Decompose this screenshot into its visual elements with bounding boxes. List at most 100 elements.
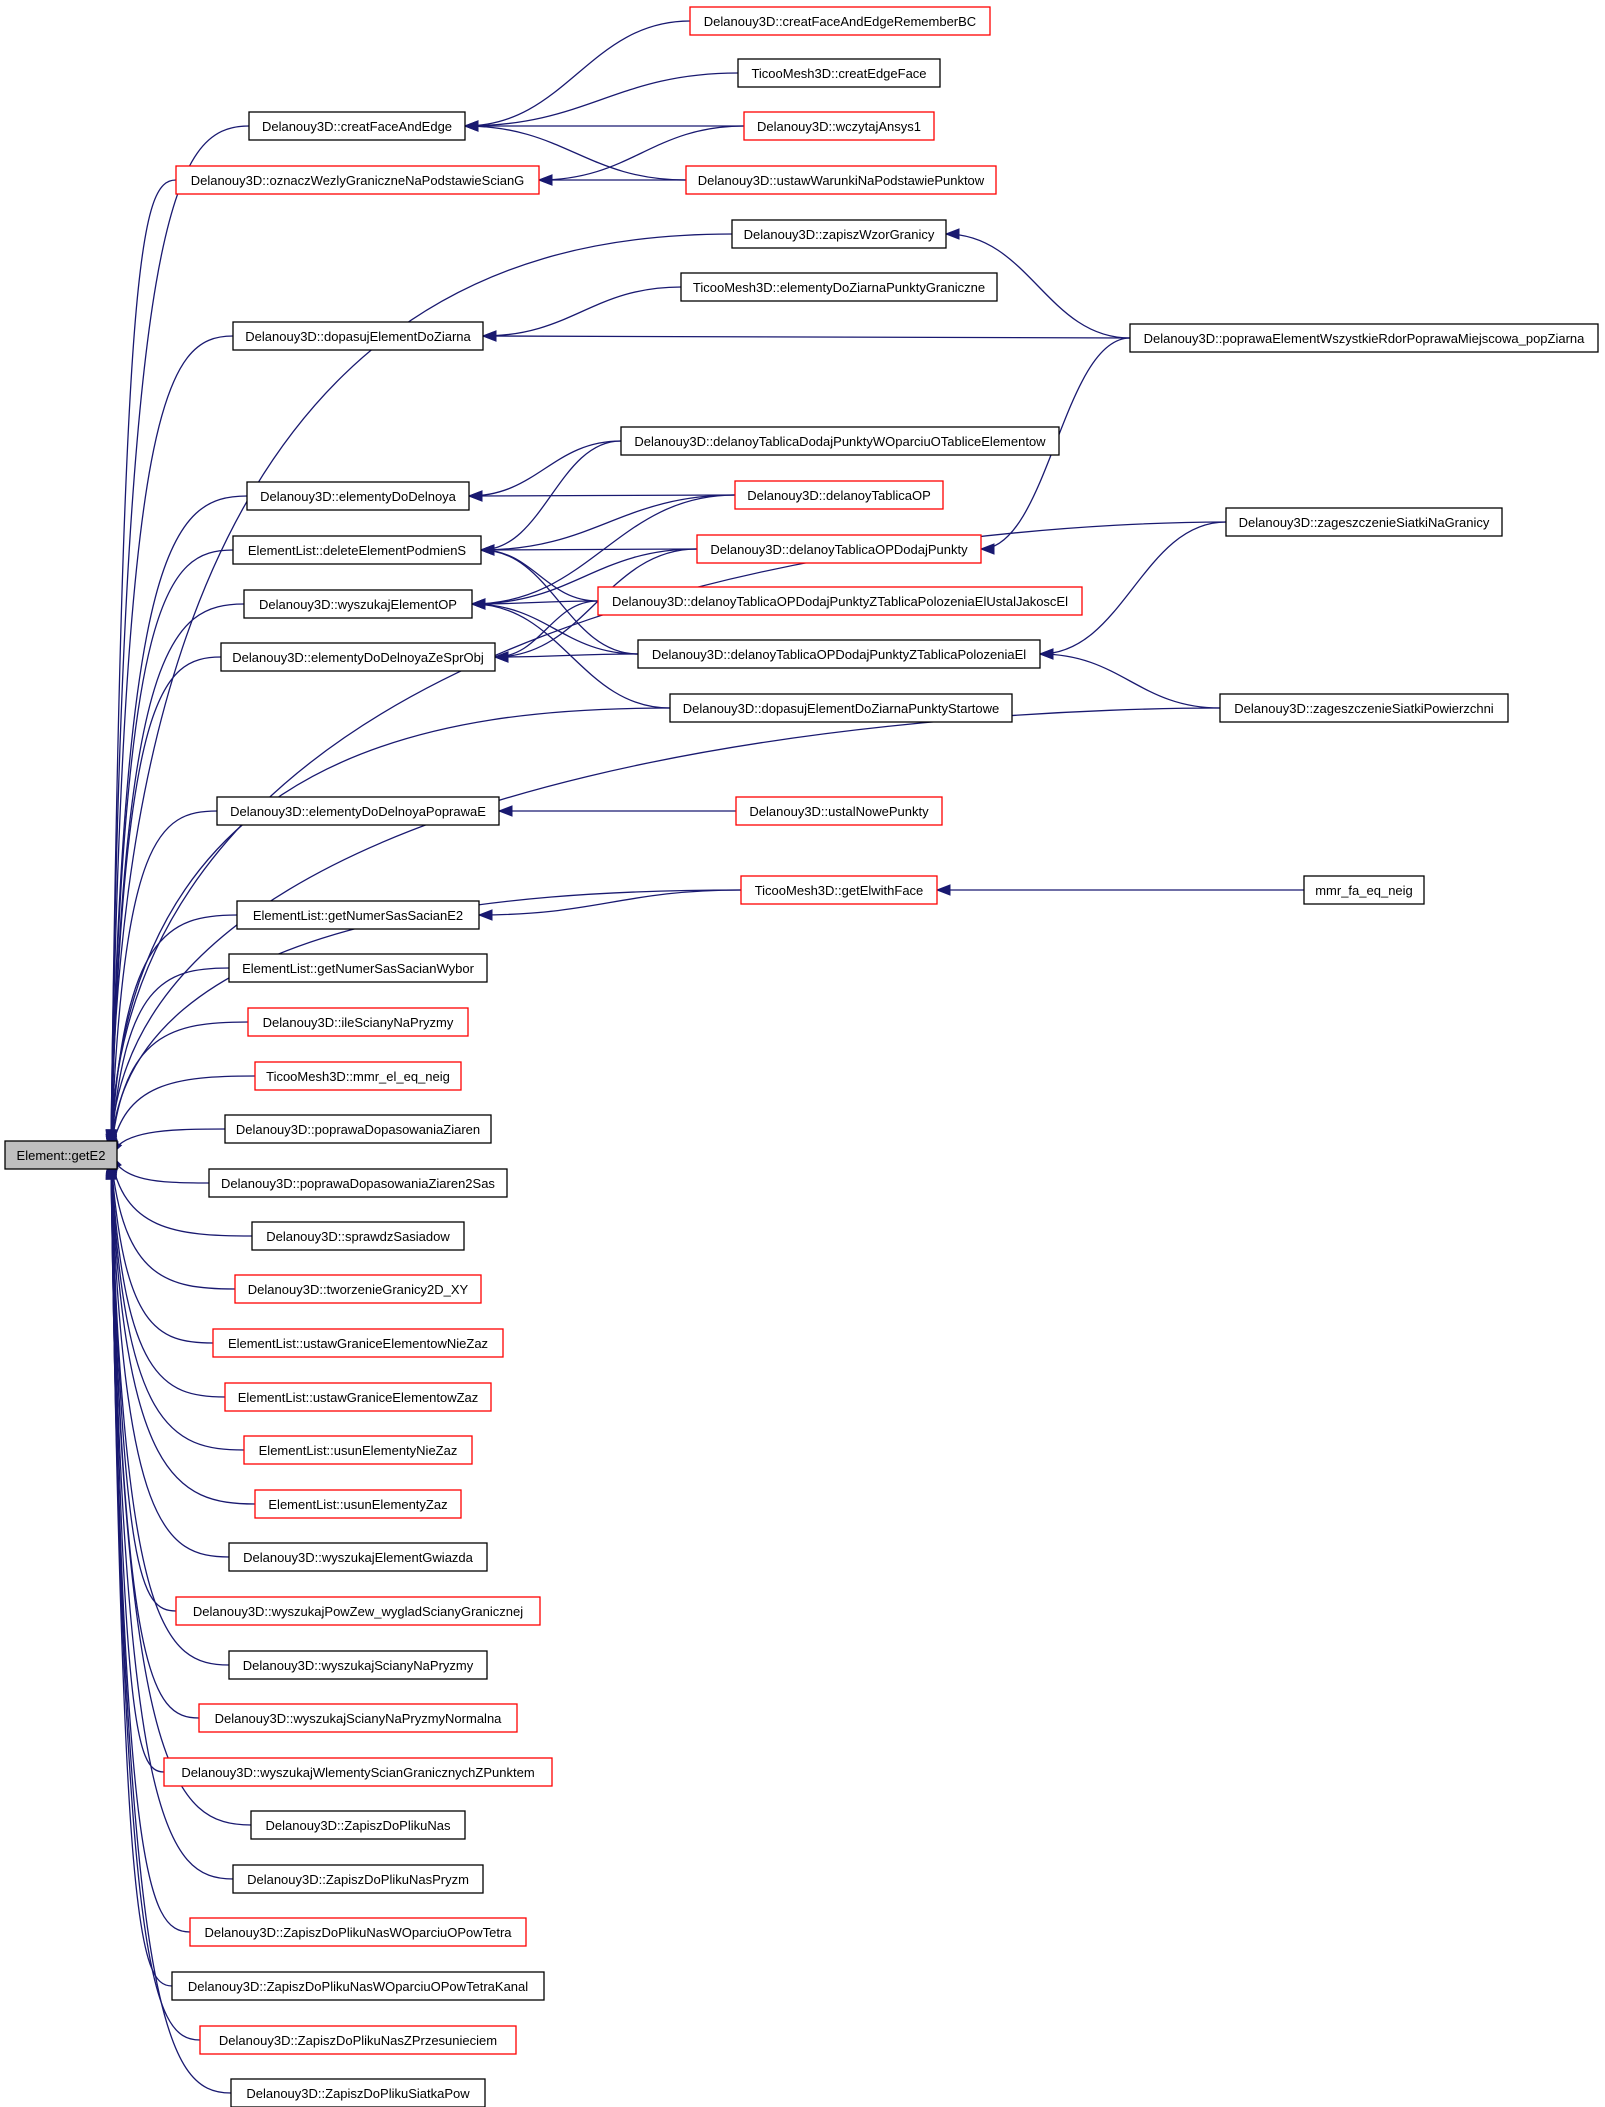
node-label: ElementList::usunElementyZaz [268,1497,447,1512]
node-box [251,1221,465,1251]
node-label: ElementList::getNumerSasSacianWybor [242,961,474,976]
graph-node-delanouy3d-zageszczeniesiatkinagranicy[interactable]: Delanouy3D::zageszczenieSiatkiNaGranicy [1225,507,1503,537]
graph-node-delanouy3d-elementydodelnoya[interactable]: Delanouy3D::elementyDoDelnoya [246,481,470,511]
node-box [232,321,484,351]
node-box [230,2078,486,2107]
node-box [1129,323,1599,353]
graph-node-delanouy3d-poprawaelementwszystkierdorpoprawamiejscowa-popziarna[interactable]: Delanouy3D::poprawaElementWszystkieRdorP… [1129,323,1599,353]
call-edge [110,1128,226,1155]
call-edge [110,1075,256,1155]
graph-node-delanouy3d-delanoytablicaopdodajpunkty[interactable]: Delanouy3D::delanoyTablicaOPDodajPunkty [696,534,982,564]
graph-node-delanouy3d-zapiszdoplikunaspryzm[interactable]: Delanouy3D::ZapiszDoPlikuNasPryzm [232,1864,484,1894]
graph-node-delanouy3d-zapiszdoplikunaswoparciuopowtetrakanal[interactable]: Delanouy3D::ZapiszDoPlikuNasWOparciuOPow… [171,1971,545,2001]
node-label: Delanouy3D::ZapiszDoPlikuNasWOparciuOPow… [188,1979,528,1994]
node-label: Delanouy3D::elementyDoDelnoyaPoprawaE [230,804,486,819]
graph-node-elementlist-getnumersassaciane2[interactable]: ElementList::getNumerSasSacianE2 [236,900,480,930]
node-label: Delanouy3D::wyszukajElementGwiazda [243,1550,474,1565]
node-label: Delanouy3D::wczytajAnsys1 [757,119,921,134]
call-edge [464,20,691,127]
call-edge [110,521,1227,1148]
call-edge [110,1157,214,1344]
node-label: Delanouy3D::tworzenieGranicy2D_XY [248,1282,469,1297]
graph-node-elementlist-usunelementyniezaz[interactable]: ElementList::usunElementyNieZaz [243,1435,473,1465]
graph-node-delanouy3d-oznaczwezlygranicznenapodstawiesciang[interactable]: Delanouy3D::oznaczWezlyGraniczneNaPodsta… [175,165,540,195]
graph-node-delanouy3d-wyszukajelementop[interactable]: Delanouy3D::wyszukajElementOP [243,589,473,619]
graph-node-delanouy3d-ustawwarunkinapodstawiepunktow[interactable]: Delanouy3D::ustawWarunkiNaPodstawiePunkt… [685,165,997,195]
node-label: Delanouy3D::creatFaceAndEdge [262,119,452,134]
graph-node-delanouy3d-wyszukajwlementysciangranicznychzpunktem[interactable]: Delanouy3D::wyszukajWlementyScianGranicz… [163,1757,553,1787]
node-box [171,1971,545,2001]
graph-node-delanouy3d-zapiszdoplikunaswoparciuopowtetra[interactable]: Delanouy3D::ZapiszDoPlikuNasWOparciuOPow… [189,1917,527,1947]
node-label: ElementList::deleteElementPodmienS [248,543,467,558]
graph-node-delanouy3d-ilescianynapryzmy[interactable]: Delanouy3D::ileScianyNaPryzmy [247,1007,469,1037]
graph-node-delanouy3d-zapiszdoplikunas[interactable]: Delanouy3D::ZapiszDoPlikuNas [250,1810,466,1840]
graph-node-delanouy3d-sprawdzsasiadow[interactable]: Delanouy3D::sprawdzSasiadow [251,1221,465,1251]
node-label: Delanouy3D::wyszukajPowZew_wygladScianyG… [193,1604,523,1619]
graph-node-delanouy3d-creatfaceandedgerememberbc[interactable]: Delanouy3D::creatFaceAndEdgeRememberBC [689,6,991,36]
graph-node-delanouy3d-delanoytablicadodajpunktywoparciuotabliceelementow[interactable]: Delanouy3D::delanoyTablicaDodajPunktyWOp… [620,426,1060,456]
call-edge [1039,521,1227,655]
node-box [734,480,944,510]
node-box [228,1650,488,1680]
graph-node-delanouy3d-poprawadopasowaniaziaren[interactable]: Delanouy3D::poprawaDopasowaniaZiaren [224,1114,492,1144]
graph-node-delanouy3d-wczytajansys1[interactable]: Delanouy3D::wczytajAnsys1 [743,111,935,141]
call-edge [110,1161,230,1666]
call-edge [110,1158,245,1451]
graph-node-mmr-fa-eq-neig[interactable]: mmr_fa_eq_neig [1303,875,1425,905]
node-box [212,1328,504,1358]
graph-node-elementlist-getnumersassacianwybor[interactable]: ElementList::getNumerSasSacianWybor [228,953,488,983]
node-box [198,1703,518,1733]
arrowhead-icon [105,1164,117,1180]
graph-node-ticoomesh3d-elementydoziarnapunktygraniczne[interactable]: TicooMesh3D::elementyDoZiarnaPunktyGrani… [680,272,998,302]
node-label: Delanouy3D::delanoyTablicaOP [747,488,931,503]
call-edge [478,889,742,916]
graph-node-delanouy3d-elementydodelnoyazesprobj[interactable]: Delanouy3D::elementyDoDelnoyaZeSprObj [220,642,496,672]
call-edge [1039,653,1221,709]
graph-node-delanouy3d-zapiszdoplikusiatkapow[interactable]: Delanouy3D::ZapiszDoPlikuSiatkaPow [230,2078,486,2107]
graph-node-delanouy3d-dopasujelementdoziarnapunktystartowe[interactable]: Delanouy3D::dopasujElementDoZiarnaPunkty… [669,693,1013,723]
node-box [685,165,997,195]
call-edge [110,233,733,1144]
call-edge [471,603,671,709]
graph-node-delanouy3d-elementydodelnoyapoprawae[interactable]: Delanouy3D::elementyDoDelnoyaPoprawaE [216,796,500,826]
graph-node-delanouy3d-wyszukajpowzew-wygladscianygranicznej[interactable]: Delanouy3D::wyszukajPowZew_wygladScianyG… [175,1596,541,1626]
graph-node-delanouy3d-ustalnowepunkty[interactable]: Delanouy3D::ustalNowePunkty [735,796,943,826]
graph-node-delanouy3d-delanoytablicaopdodajpunktyztablicapolozeniaelustaljakoscel[interactable]: Delanouy3D::delanoyTablicaOPDodajPunktyZ… [597,586,1083,616]
call-edge [110,549,234,1148]
call-edge [480,440,622,551]
node-box [199,2025,517,2055]
call-edge [110,967,230,1153]
graph-node-delanouy3d-poprawadopasowaniaziaren2sas[interactable]: Delanouy3D::poprawaDopasowaniaZiaren2Sas [208,1168,508,1198]
graph-node-delanouy3d-creatfaceandedge[interactable]: Delanouy3D::creatFaceAndEdge [248,111,466,141]
graph-node-delanouy3d-delanoytablicaop[interactable]: Delanouy3D::delanoyTablicaOP [734,480,944,510]
node-box [737,58,941,88]
graph-node-delanouy3d-zapiszdoplikunaszprzesunieciem[interactable]: Delanouy3D::ZapiszDoPlikuNasZPrzesunieci… [199,2025,517,2055]
graph-node-delanouy3d-delanoytablicaopdodajpunktyztablicapolozeniael[interactable]: Delanouy3D::delanoyTablicaOPDodajPunktyZ… [637,639,1041,669]
node-box [175,165,540,195]
node-label: Delanouy3D::wyszukajScianyNaPryzmyNormal… [215,1711,503,1726]
graph-node-delanouy3d-wyszukajelementgwiazda[interactable]: Delanouy3D::wyszukajElementGwiazda [228,1542,488,1572]
graph-node-elementlist-ustawgraniceelementowzaz[interactable]: ElementList::ustawGraniceElementowZaz [224,1382,492,1412]
graph-node-elementlist-ustawgraniceelementowniezaz[interactable]: ElementList::ustawGraniceElementowNieZaz [212,1328,504,1358]
graph-node-delanouy3d-zageszczeniesiatkipowierzchni[interactable]: Delanouy3D::zageszczenieSiatkiPowierzchn… [1219,693,1509,723]
graph-node-delanouy3d-zapiszwzorgranicy[interactable]: Delanouy3D::zapiszWzorGranicy [731,219,947,249]
node-label: mmr_fa_eq_neig [1315,883,1413,898]
graph-node-delanouy3d-tworzeniegranicy2d-xy[interactable]: Delanouy3D::tworzenieGranicy2D_XY [234,1274,482,1304]
node-box [696,534,982,564]
node-box [669,693,1013,723]
node-label: Delanouy3D::delanoyTablicaDodajPunktyWOp… [634,434,1046,449]
graph-node-delanouy3d-dopasujelementdoziarna[interactable]: Delanouy3D::dopasujElementDoZiarna [232,321,484,351]
graph-node-elementlist-usunelementyzaz[interactable]: ElementList::usunElementyZaz [254,1489,462,1519]
graph-node-delanouy3d-wyszukajscianynapryzmynormalna[interactable]: Delanouy3D::wyszukajScianyNaPryzmyNormal… [198,1703,518,1733]
graph-node-ticoomesh3d-createdgeface[interactable]: TicooMesh3D::creatEdgeFace [737,58,941,88]
node-box [175,1596,541,1626]
node-label: Delanouy3D::wyszukajElementOP [259,597,457,612]
graph-node-ticoomesh3d-mmr-el-eq-neig[interactable]: TicooMesh3D::mmr_el_eq_neig [254,1061,462,1091]
graph-node-elementlist-deleteelementpodmiens[interactable]: ElementList::deleteElementPodmienS [232,535,482,565]
graph-node-ticoomesh3d-getelwithface[interactable]: TicooMesh3D::getElwithFace [740,875,938,905]
graph-node-delanouy3d-wyszukajscianynapryzmy[interactable]: Delanouy3D::wyszukajScianyNaPryzmy [228,1650,488,1680]
node-box [189,1917,527,1947]
root-node[interactable]: Element::getE2 [4,1140,118,1170]
node-box [689,6,991,36]
call-edge [471,494,736,605]
